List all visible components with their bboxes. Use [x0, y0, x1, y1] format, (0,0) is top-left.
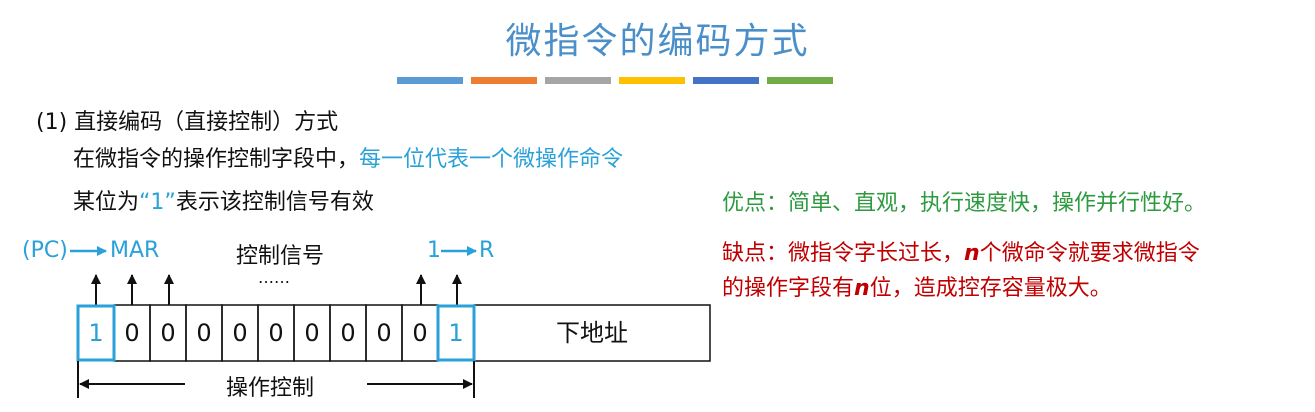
bit-9: 0 — [412, 319, 428, 347]
ellipsis-label: …… — [258, 268, 290, 287]
bit-6: 0 — [304, 319, 320, 347]
bit-5: 0 — [268, 319, 284, 347]
underline-bar-2 — [471, 77, 537, 84]
disadvantages-part3: 的操作字段有 — [722, 276, 855, 301]
bit-2: 0 — [160, 319, 176, 347]
mar-label: MAR — [110, 238, 160, 263]
disadvantages-part1: 缺点：微指令字长过长， — [722, 241, 965, 266]
r-label: R — [479, 238, 495, 263]
page-title: 微指令的编码方式 — [505, 21, 810, 62]
disadvantages-part2: 个微命令就要求微指令 — [979, 241, 1200, 266]
line2-prefix: 某位为 — [73, 190, 140, 215]
line2-highlight: “1” — [139, 190, 176, 215]
line1-prefix: 在微指令的操作控制字段中， — [73, 147, 360, 172]
span-label: 操作控制 — [226, 376, 315, 401]
line2-suffix: 表示该控制信号有效 — [175, 190, 374, 215]
underline-bar-1 — [397, 77, 463, 84]
underline-bar-6 — [767, 77, 833, 84]
underline-bar-4 — [619, 77, 685, 84]
description-line-1: 在微指令的操作控制字段中，每一位代表一个微操作命令 — [73, 141, 623, 173]
one-label: 1 — [427, 238, 441, 263]
address-label: 下地址 — [556, 319, 628, 347]
line1-highlight: 每一位代表一个微操作命令 — [359, 147, 624, 172]
disadvantages-part4: 位，造成控存容量极大。 — [869, 276, 1112, 301]
pc-label: (PC) — [22, 238, 68, 263]
bit-box-highlight-first — [76, 304, 116, 362]
underline-bar-5 — [693, 77, 759, 84]
disadvantages-line-2: 的操作字段有n位，造成控存容量极大。 — [722, 270, 1112, 302]
description-line-2: 某位为“1”表示该控制信号有效 — [73, 184, 374, 216]
section-heading: (1) 直接编码（直接控制）方式 — [36, 110, 339, 135]
advantages-text: 优点：简单、直观，执行速度快，操作并行性好。 — [722, 191, 1207, 216]
bit-8: 0 — [376, 319, 392, 347]
disadvantages-n1: n — [964, 241, 980, 266]
bit-7: 0 — [340, 319, 356, 347]
bit-10: 1 — [448, 319, 464, 347]
underline-bar-3 — [545, 77, 611, 84]
control-signal-label: 控制信号 — [236, 244, 325, 269]
bit-4: 0 — [232, 319, 248, 347]
bit-3: 0 — [196, 319, 212, 347]
bit-1: 0 — [124, 319, 140, 347]
title-underline-bars — [397, 77, 833, 84]
disadvantages-line-1: 缺点：微指令字长过长，n个微命令就要求微指令 — [722, 235, 1200, 267]
disadvantages-n2: n — [854, 276, 870, 301]
bit-box-highlight-last — [436, 304, 476, 362]
bit-0: 1 — [88, 319, 104, 347]
